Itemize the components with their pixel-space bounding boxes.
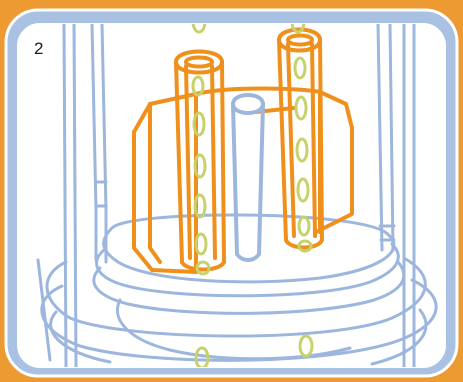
panel-number: 2: [34, 40, 43, 57]
